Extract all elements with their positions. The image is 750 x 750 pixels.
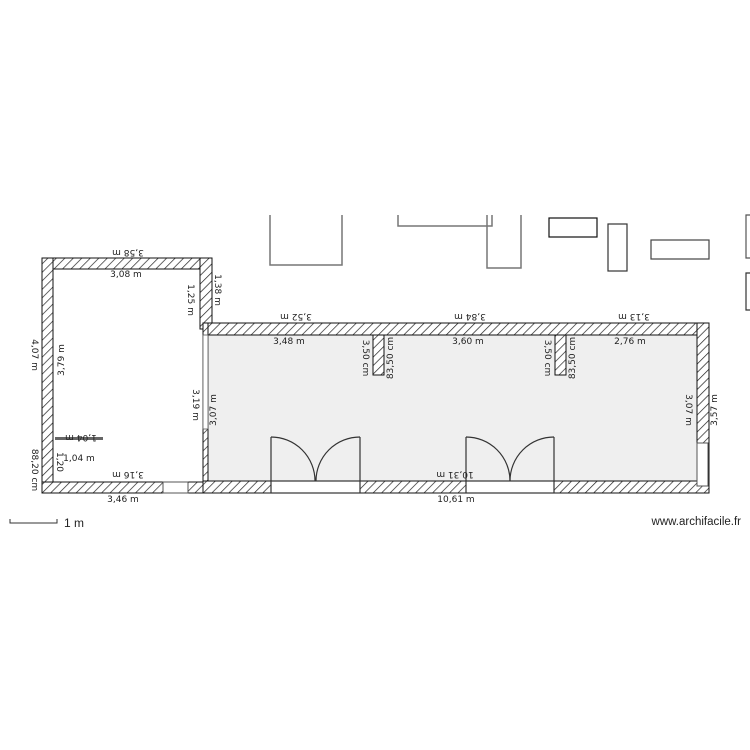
- furniture-rect-3: [650, 239, 710, 260]
- double-door-2: [465, 436, 555, 494]
- watermark: www.archifacile.fr: [651, 516, 742, 528]
- dim-right-outer-right: 3,57 m: [710, 394, 720, 426]
- dim-right-outer-top-3: 3,13 m: [618, 311, 650, 321]
- dim-stub1-right: 83,50 cm: [386, 337, 396, 379]
- left-room-small-wall: [55, 437, 103, 440]
- furniture-partial-2: [745, 272, 750, 311]
- dim-left-inner-left: 3,79 m: [57, 344, 67, 376]
- dim-right-inner-right: 3,07 m: [683, 394, 693, 426]
- scale-label: 1 m: [64, 516, 84, 530]
- furniture-outlines: [269, 214, 750, 311]
- dim-right-inner-top-1: 3,48 m: [273, 337, 305, 347]
- dim-left-inner-right-upper: 1,25 m: [185, 284, 195, 316]
- furniture-rect-2: [607, 223, 628, 272]
- furniture-u-shape-2: [486, 215, 522, 269]
- dim-small-wall-inner: 1,04 m: [63, 454, 95, 464]
- dim-small-wall-outer: 1,04 m: [65, 432, 97, 442]
- furniture-partial-1: [745, 214, 750, 259]
- partition-stub-2: [554, 334, 567, 376]
- dim-stub2-left: 3,50 cm: [542, 340, 552, 377]
- dim-left-inner-top: 3,08 m: [110, 270, 142, 280]
- scale-bar: 1 m: [9, 516, 84, 530]
- dim-stub1-left: 3,50 cm: [360, 340, 370, 377]
- dim-stub2-right: 83,50 cm: [568, 337, 578, 379]
- dim-right-outer-bottom: 10,61 m: [437, 495, 474, 505]
- dim-left-lower: 88,20 cm: [29, 449, 39, 491]
- dim-left-outer-right-upper: 1,38 m: [212, 274, 222, 306]
- furniture-rect-1: [548, 217, 598, 238]
- double-door-1: [270, 436, 361, 494]
- dim-left-outer-bottom: 3,46 m: [107, 495, 139, 505]
- dim-left-inner-right: 3,19 m: [190, 389, 200, 421]
- furniture-counter: [397, 215, 493, 227]
- right-room-floor: [208, 335, 697, 481]
- dim-right-inner-left: 3,07 m: [209, 394, 219, 426]
- dim-right-inner-bottom: 10,31 m: [436, 469, 473, 479]
- right-room-left-window: [202, 334, 209, 430]
- dim-right-outer-top-1: 3,52 m: [280, 311, 312, 321]
- dim-left-outer-top: 3,58 m: [112, 247, 144, 257]
- furniture-u-shape-1: [269, 215, 343, 266]
- dim-small-wall-gap: 1,20: [54, 452, 64, 472]
- left-room-window: [162, 481, 189, 494]
- left-room-walls: [41, 257, 213, 494]
- dim-left-inner-bottom: 3,16 m: [112, 469, 144, 479]
- partition-stub-1: [372, 334, 385, 376]
- dim-right-inner-top-2: 3,60 m: [452, 337, 484, 347]
- dim-right-outer-top-2: 3,84 m: [454, 311, 486, 321]
- dim-left-outer-left: 4,07 m: [29, 339, 39, 371]
- right-room-right-window: [696, 442, 709, 487]
- dim-right-inner-top-3: 2,76 m: [614, 337, 646, 347]
